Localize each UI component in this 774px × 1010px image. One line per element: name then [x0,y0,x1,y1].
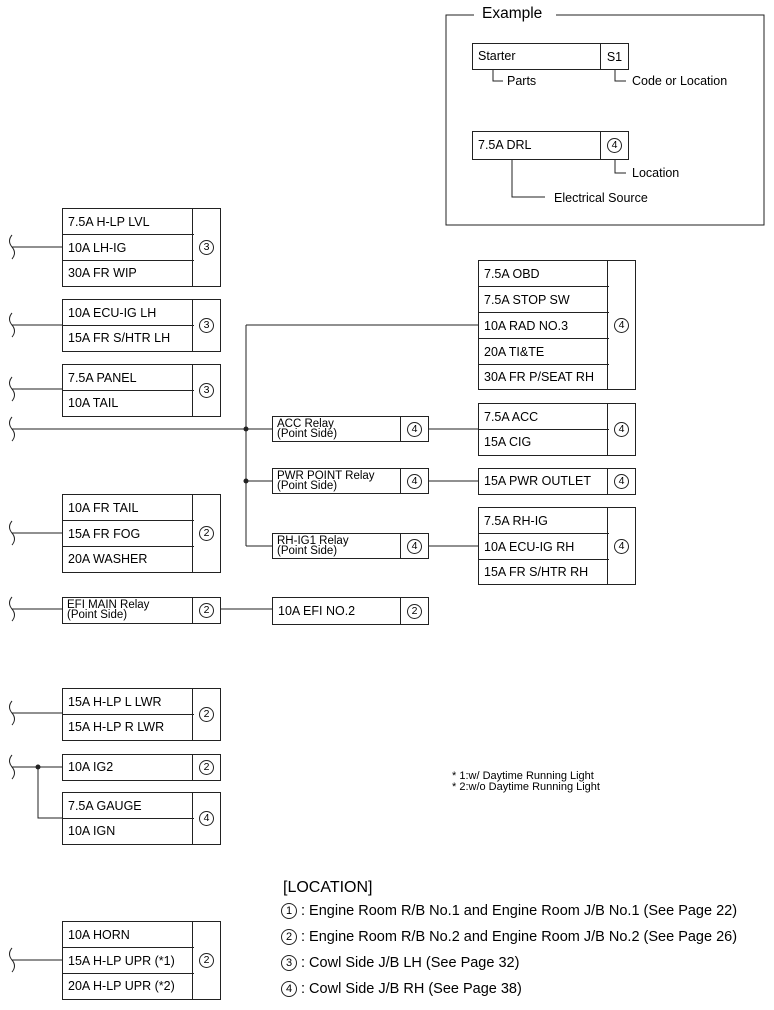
example-part-name: Starter [478,49,516,63]
location-circle-icon: 3 [199,240,214,255]
fuse-item: 30A FR WIP [68,266,137,280]
note-drl-without: * 2:w/o Daytime Running Light [452,781,600,793]
example-part-code: S1 [600,44,628,69]
fuse-item: 7.5A GAUGE [63,793,194,819]
fuse-item: 15A H-LP UPR (*1) [63,948,194,974]
fuse-item: 7.5A ACC [479,404,609,430]
location-circle-icon: 2 [281,929,297,945]
fuse-item: 10A EFI NO.2 [278,603,356,618]
example-source-name: 7.5A DRL [478,138,532,152]
note-drl-with: * 1:w/ Daytime Running Light [452,770,594,782]
fuse-item: 15A H-LP R LWR [68,720,165,734]
location-circle-icon: 4 [199,811,214,826]
example-source-box: 7.5A DRL 4 [472,131,629,160]
fuse-item: 7.5A PANEL [63,365,194,391]
location-circle-icon: 3 [199,318,214,333]
fuse-item: 10A FR TAIL [63,495,194,521]
location-circle-icon: 4 [281,981,297,997]
fuse-group-h-lp-lwr: 15A H-LP L LWR 15A H-LP R LWR 2 [62,688,221,741]
fuse-group-panel: 7.5A PANEL 10A TAIL 3 [62,364,221,417]
relay-efi-main: EFI MAIN Relay (Point Side) 2 [62,597,221,624]
fuse-item: 10A ECU-IG LH [63,300,194,326]
location-circle-icon: 4 [614,538,629,554]
example-title: Example [478,5,547,23]
location-circle-icon: 2 [199,760,214,775]
example-part-box: Starter S1 [472,43,629,70]
legend-item: 4 : Cowl Side J/B RH (See Page 38) [281,981,522,997]
fuse-group-h-lp-lvl: 7.5A H-LP LVL 10A LH-IG 30A FR WIP 3 [62,208,221,287]
relay-sublabel: (Point Side) [277,545,338,557]
fuse-item: 10A LH-IG [63,235,194,261]
fuse-item: 7.5A OBD [479,261,609,287]
location-circle-icon: 2 [407,603,422,619]
legend-text: : Engine Room R/B No.2 and Engine Room J… [301,929,738,945]
fuse-item: 15A FR S/HTR LH [68,331,171,345]
fuse-group-pwr-outlet: 15A PWR OUTLET 4 [478,468,636,495]
location-circle-icon: 4 [607,138,622,153]
location-circle-icon: 3 [281,955,297,971]
fuse-item: 15A FR FOG [63,521,194,547]
fuse-item: 10A TAIL [68,396,119,410]
legend-text: : Cowl Side J/B RH (See Page 38) [301,981,522,997]
relay-label: ACC Relay [277,418,334,430]
fuse-item: 7.5A H-LP LVL [63,209,194,235]
fuse-item: 15A PWR OUTLET [484,474,591,488]
relay-sublabel: (Point Side) [277,428,338,440]
relay-rh-ig1: RH-IG1 Relay (Point Side) 4 [272,533,429,559]
fuse-group-ecu-ig-lh: 10A ECU-IG LH 15A FR S/HTR LH 3 [62,299,221,352]
location-circle-icon: 1 [281,903,297,919]
location-circle-icon: 2 [199,707,214,722]
location-circle-icon: 2 [199,953,214,968]
location-circle-icon: 4 [407,538,422,554]
fuse-group-horn: 10A HORN 15A H-LP UPR (*1) 20A H-LP UPR … [62,921,221,1000]
legend-text: : Cowl Side J/B LH (See Page 32) [301,955,520,971]
fuse-item: 10A HORN [63,922,194,948]
fuse-item: 20A TI&TE [479,339,609,365]
location-legend-title: [LOCATION] [283,879,373,896]
relay-pwr-point: PWR POINT Relay (Point Side) 4 [272,468,429,494]
fuse-group-obd: 7.5A OBD 7.5A STOP SW 10A RAD NO.3 20A T… [478,260,636,390]
fuse-item: 7.5A STOP SW [479,287,609,313]
example-code-label: Code or Location [632,74,728,88]
location-circle-icon: 4 [614,317,629,333]
relay-label: EFI MAIN Relay [67,599,150,611]
example-location-label: Location [632,166,680,180]
legend-text: : Engine Room R/B No.1 and Engine Room J… [301,903,738,919]
legend-item: 2 : Engine Room R/B No.2 and Engine Room… [281,929,737,945]
relay-sublabel: (Point Side) [277,480,338,492]
fuse-item: 10A IGN [68,824,116,838]
location-circle-icon: 3 [199,383,214,398]
fuse-group-ig2: 10A IG2 2 [62,754,221,781]
fuse-item: 20A H-LP UPR (*2) [68,979,175,993]
relay-acc: ACC Relay (Point Side) 4 [272,416,429,442]
fuse-group-rh-ig: 7.5A RH-IG 10A ECU-IG RH 15A FR S/HTR RH… [478,507,636,585]
example-electrical-source-label: Electrical Source [554,191,648,205]
fuse-item: 10A RAD NO.3 [479,313,609,339]
relay-label: RH-IG1 Relay [277,535,349,547]
fuse-group-fr-tail: 10A FR TAIL 15A FR FOG 20A WASHER 2 [62,494,221,573]
location-circle-icon: 4 [407,421,422,437]
fuse-group-efi-no2: 10A EFI NO.2 2 [272,597,429,625]
location-circle-icon: 4 [614,422,629,437]
example-parts-label: Parts [507,74,537,88]
fuse-item: 15A H-LP L LWR [63,689,194,715]
fuse-item: 10A ECU-IG RH [479,534,609,560]
fuse-item: 15A CIG [484,435,532,449]
relay-sublabel: (Point Side) [67,609,128,621]
fuse-item: 15A FR S/HTR RH [484,564,589,579]
location-circle-icon: 4 [614,474,629,489]
fuse-group-acc: 7.5A ACC 15A CIG 4 [478,403,636,456]
fuse-item: 7.5A RH-IG [479,508,609,534]
fuse-item: 30A FR P/SEAT RH [484,369,594,384]
fuse-group-gauge: 7.5A GAUGE 10A IGN 4 [62,792,221,845]
legend-item: 1 : Engine Room R/B No.1 and Engine Room… [281,903,737,919]
location-circle-icon: 2 [199,603,214,618]
legend-item: 3 : Cowl Side J/B LH (See Page 32) [281,955,519,971]
fuse-item: 10A IG2 [68,760,114,774]
relay-label: PWR POINT Relay [277,470,375,482]
fuse-item: 20A WASHER [68,552,148,566]
location-circle-icon: 2 [199,526,214,541]
location-circle-icon: 4 [407,473,422,489]
